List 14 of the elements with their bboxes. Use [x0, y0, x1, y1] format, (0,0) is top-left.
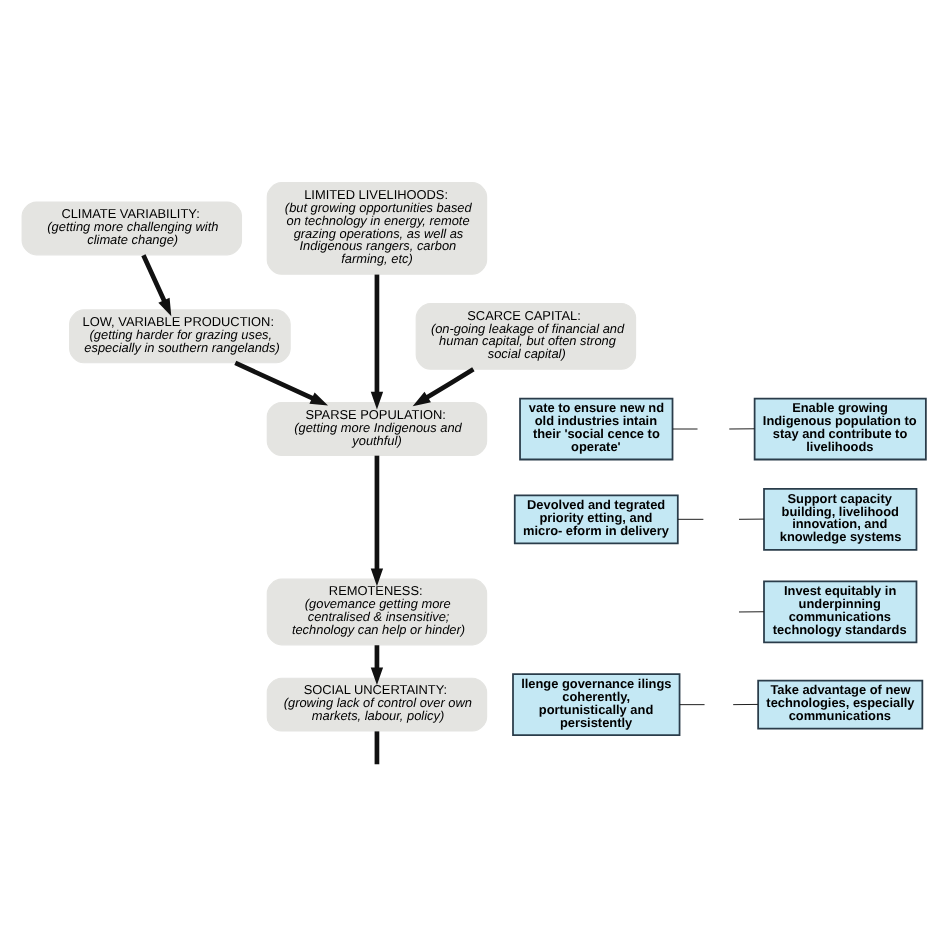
- connector: [732, 703, 759, 706]
- arrow: [370, 274, 384, 410]
- arrow: [370, 455, 384, 587]
- connector: [677, 518, 704, 520]
- connector: [738, 611, 765, 613]
- connector: [679, 704, 706, 706]
- connector: [672, 428, 698, 430]
- connector: [374, 731, 380, 765]
- arrow: [412, 367, 475, 407]
- arrow: [370, 645, 384, 686]
- arrow: [234, 360, 329, 406]
- arrow: [141, 254, 172, 317]
- connector: [738, 518, 765, 520]
- connector: [728, 428, 755, 430]
